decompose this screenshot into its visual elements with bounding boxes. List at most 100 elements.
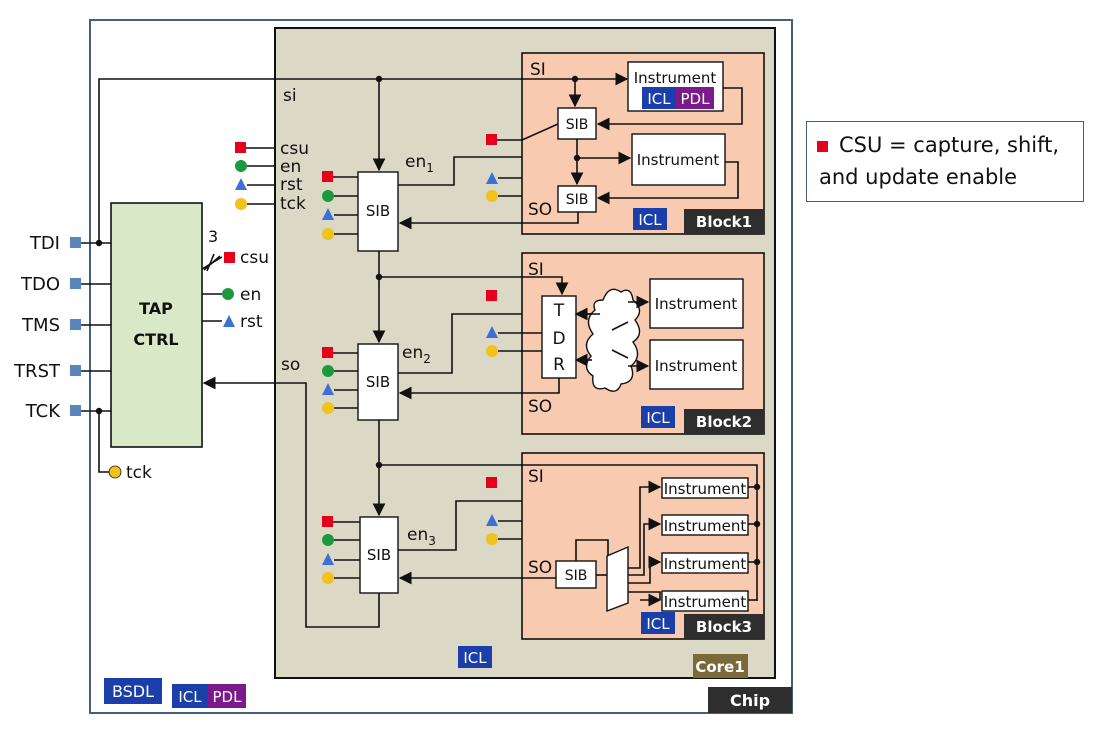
block3-instrument-4-label: Instrument xyxy=(664,593,747,611)
block3-icl-tag-label: ICL xyxy=(646,615,670,633)
pin-tdo: TDO xyxy=(20,274,81,295)
chip-icl-tag xyxy=(172,684,208,708)
chip-label-box xyxy=(708,687,792,713)
block3-signal-csu xyxy=(486,477,497,488)
si-label: si xyxy=(283,86,297,106)
block3-instrument-3-label: Instrument xyxy=(664,555,747,573)
block3-label: Block3 xyxy=(696,618,752,636)
chip-pdl-tag-label: PDL xyxy=(213,688,243,706)
sib3-tck-marker xyxy=(322,572,334,584)
block2-signal-rst xyxy=(486,326,498,338)
block2-label: Block2 xyxy=(696,413,752,431)
block2-icl-tag-label: ICL xyxy=(646,409,670,427)
pin-tdi-label: TDI xyxy=(29,233,60,254)
block3-instrument-4 xyxy=(661,590,749,612)
legend-text: CSU = capture, shift, and update enable xyxy=(819,133,1060,189)
block3-instrument-2 xyxy=(661,514,749,536)
block1-icl-tag-2-label: ICL xyxy=(638,211,662,229)
legend-csu-marker xyxy=(817,141,828,152)
block3-label-box xyxy=(684,614,764,639)
block1-instrument-1-label: Instrument xyxy=(634,69,717,87)
block1-pdl-tag xyxy=(676,87,714,109)
pin-tck: TCK xyxy=(25,401,81,422)
block2-tdr-t: T xyxy=(553,301,565,321)
block1-label-box xyxy=(684,209,764,234)
tap-label-line1: TAP xyxy=(139,299,173,318)
block1-instrument-2-label: Instrument xyxy=(637,151,720,169)
chip-bsdl-tag-label: BSDL xyxy=(112,682,154,701)
block2-icl-tag xyxy=(641,406,675,428)
chip-label: Chip xyxy=(730,691,770,710)
core-signal-tck: tck xyxy=(280,194,306,214)
sib1-en-marker xyxy=(322,190,334,202)
chip-pdl-tag xyxy=(208,684,246,708)
core-signal-rst: rst xyxy=(280,175,303,195)
sib1 xyxy=(357,171,399,252)
block1-sib-bottom-label: SIB xyxy=(566,192,589,208)
chip-bsdl-tag xyxy=(104,678,162,704)
tap-out-rst: rst xyxy=(240,312,263,332)
legend-box: CSU = capture, shift, and update enable xyxy=(806,121,1084,202)
block2-tdr-d: D xyxy=(552,329,565,349)
tap-label-line2: CTRL xyxy=(133,330,178,349)
block1-icl-tag xyxy=(642,87,676,109)
block1-icl-tag-label: ICL xyxy=(647,90,671,108)
pin-trst: TRST xyxy=(13,361,81,382)
block3-si: SI xyxy=(528,467,544,487)
tap-en-marker xyxy=(222,288,234,300)
block1-icl-tag-2 xyxy=(633,208,667,230)
sib3-en-marker xyxy=(322,534,334,546)
core-en-marker xyxy=(235,160,247,172)
sib2 xyxy=(357,343,399,421)
tap-rst-marker xyxy=(223,315,235,327)
tap-controller xyxy=(110,202,203,448)
block2-instrument-1 xyxy=(649,278,744,329)
block1-so: SO xyxy=(528,200,552,220)
core-icl-tag-label: ICL xyxy=(463,649,487,667)
block2-tdr-r: R xyxy=(553,355,565,375)
tap-out-csu: csu xyxy=(240,248,269,268)
block2-instrument-1-label: Instrument xyxy=(655,295,738,313)
block1-si: SI xyxy=(530,60,546,80)
block3-instrument-2-label: Instrument xyxy=(664,517,747,535)
sib3-csu-marker xyxy=(322,516,333,527)
block1-label: Block1 xyxy=(696,213,752,231)
block2-so: SO xyxy=(528,397,552,417)
sib1-label: SIB xyxy=(366,202,390,220)
pin-tck-pad xyxy=(70,405,81,416)
block1-sib-top-label: SIB xyxy=(566,117,589,133)
block2-signal-tck xyxy=(486,345,498,357)
pin-tdi: TDI xyxy=(29,233,81,254)
core-signal-en: en xyxy=(280,157,301,177)
en2-label: en2 xyxy=(402,343,431,366)
tap-out-en: en xyxy=(240,285,261,305)
pin-tdo-label: TDO xyxy=(20,274,60,295)
tap-csu-marker xyxy=(224,252,235,263)
block2-instrument-2 xyxy=(649,339,744,390)
block1-signal-rst xyxy=(486,172,498,184)
tap-bus-width: 3 xyxy=(208,227,218,246)
block2-tdr xyxy=(541,295,577,379)
block1-signal-tck xyxy=(486,190,498,202)
block3-signal-rst xyxy=(486,514,498,526)
chip-icl-tag-label: ICL xyxy=(178,688,202,706)
core-icl-tag xyxy=(458,646,492,668)
sib3-label: SIB xyxy=(367,546,391,564)
block3-so: SO xyxy=(528,558,552,578)
tck-dot xyxy=(108,465,122,479)
sib3-rst-marker xyxy=(322,553,334,565)
pin-tms: TMS xyxy=(21,315,81,336)
block3-instrument-1 xyxy=(661,477,749,499)
block3-instrument-3 xyxy=(661,552,749,574)
block2-cloud xyxy=(585,288,641,392)
sib1-tck-marker xyxy=(322,228,334,240)
block3-sib-label: SIB xyxy=(565,568,588,584)
block1-instrument-2 xyxy=(631,133,726,186)
pin-trst-pad xyxy=(70,365,81,376)
core-rst-marker xyxy=(235,178,247,190)
block2-si: SI xyxy=(528,260,544,280)
en1-label: en1 xyxy=(405,152,434,175)
block3-instrument-1-label: Instrument xyxy=(664,480,747,498)
pin-trst-label: TRST xyxy=(13,361,61,382)
block3-mux xyxy=(606,545,629,613)
